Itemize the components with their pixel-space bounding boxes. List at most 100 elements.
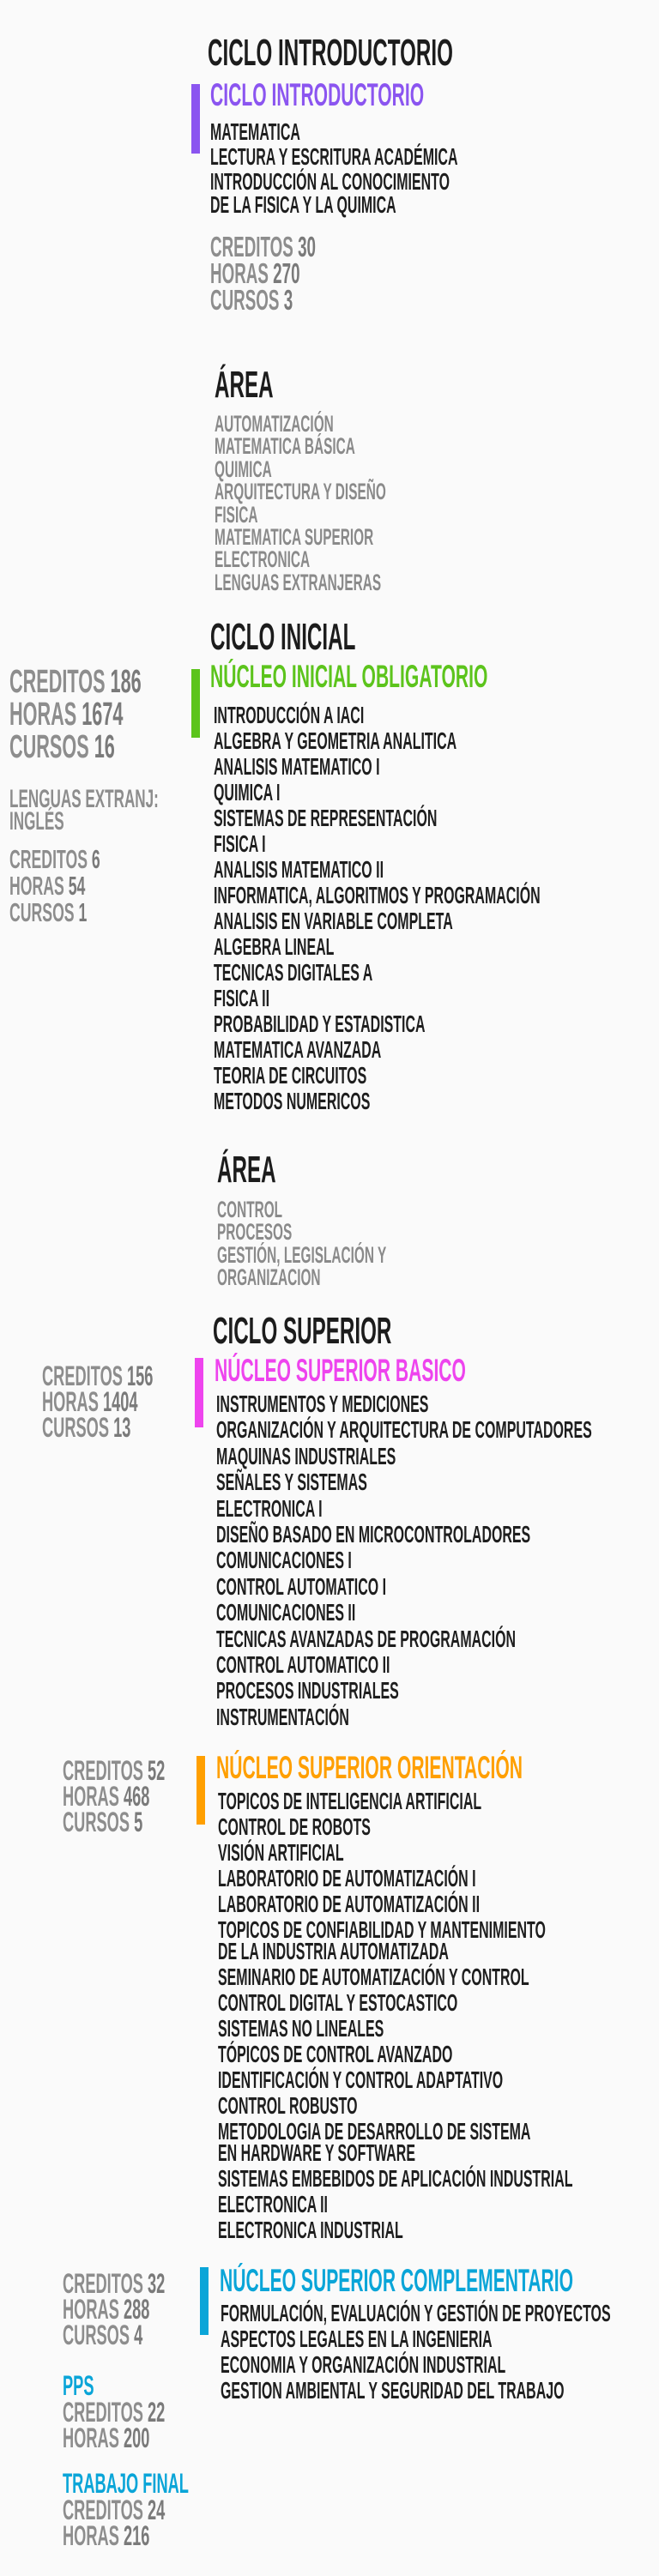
course-item: CONTROL ROBUSTO [218, 2092, 358, 2119]
course-item: ALGEBRA Y GEOMETRIA ANALITICA [214, 727, 457, 754]
nucleo-label: NÚCLEO SUPERIOR BASICO [215, 1353, 466, 1388]
stat-value: 288 [123, 2294, 150, 2325]
course-item: SISTEMAS NO LINEALES [218, 2015, 384, 2042]
stat-label: HORAS [63, 2422, 119, 2453]
stat-label: CURSOS [42, 1412, 110, 1443]
stat-label: HORAS [9, 697, 77, 733]
stat-value: 1 [78, 897, 88, 927]
stat-label: HORAS [210, 257, 269, 289]
stat-value: 468 [123, 1781, 150, 1812]
nucleo-title-intro: CICLO INTRODUCTORIO [210, 78, 659, 112]
nucleo-label: NÚCLEO INICIAL OBLIGATORIO [210, 659, 488, 694]
intro-color-bar [191, 84, 200, 154]
nucleo-title-complementario: NÚCLEO SUPERIOR COMPLEMENTARIO [220, 2264, 659, 2298]
stat-row: HORAS 288 [63, 2294, 552, 2325]
pps-heading: PPS [63, 2370, 659, 2401]
nucleo-title-inicial: NÚCLEO INICIAL OBLIGATORIO [210, 660, 659, 694]
stat-label: CREDITOS [63, 2495, 143, 2525]
nucleo-label: NÚCLEO SUPERIOR COMPLEMENTARIO [220, 2263, 574, 2298]
area-title: ÁREA [215, 364, 274, 406]
stat-value: 16 [94, 729, 115, 765]
course-item: INSTRUMENTOS Y MEDICIONES [216, 1391, 429, 1417]
section-title: CICLO INICIAL [210, 616, 356, 658]
stat-row: CREDITOS 22 [63, 2398, 552, 2426]
course-item: QUIMICA I [214, 779, 281, 805]
course-item: TÓPICOS DE CONTROL AVANZADO [218, 2041, 453, 2067]
stat-label: CURSOS [210, 284, 280, 316]
pps-title: PPS [63, 2370, 94, 2401]
stat-label: CREDITOS [63, 2268, 143, 2299]
stat-value: 5 [134, 1807, 143, 1837]
course-item: LECTURA Y ESCRITURA ACADÉMICA [210, 143, 458, 170]
course-item: INTRODUCCIÓN AL CONOCIMIENTO DE LA FISIC… [210, 168, 450, 218]
orientacion-color-bar [196, 1756, 205, 1825]
stat-label: CURSOS [63, 1807, 130, 1837]
ciclo-inicial-heading: CICLO INICIAL [210, 617, 659, 658]
course-item: CONTROL DIGITAL Y ESTOCASTICO [218, 1989, 458, 2016]
stat-row: HORAS 54 [9, 872, 499, 899]
area-item: FISICA [215, 501, 258, 528]
intro-area-heading: ÁREA [215, 365, 659, 406]
course-item: TOPICOS DE CONFIABILIDAD Y MANTENIMIENTO… [218, 1916, 546, 1964]
section-title: CICLO SUPERIOR [213, 1310, 392, 1352]
stat-row: CREDITOS 6 [9, 846, 499, 872]
basico-color-bar [195, 1358, 203, 1427]
stat-label: CURSOS [9, 897, 75, 927]
course-item: ELECTRONICA I [216, 1494, 323, 1522]
stat-value: 24 [147, 2495, 166, 2525]
course-item: LABORATORIO DE AUTOMATIZACIÓN II [218, 1891, 481, 1917]
course-item: MATEMATICA [210, 118, 300, 145]
stat-value: 3 [283, 284, 293, 316]
stat-value: 1674 [82, 697, 124, 733]
course-item: MATEMATICA AVANZADA [214, 1036, 382, 1063]
course-item: TOPICOS DE INTELIGENCIA ARTIFICIAL [218, 1788, 482, 1814]
course-item: GESTION AMBIENTAL Y SEGURIDAD DEL TRABAJ… [221, 2377, 565, 2404]
stat-row: HORAS 216 [63, 2522, 552, 2549]
stat-value: 200 [123, 2422, 150, 2453]
nucleo-title-basico: NÚCLEO SUPERIOR BASICO [215, 1354, 659, 1388]
orientacion-course-list: TOPICOS DE INTELIGENCIA ARTIFICIAL CONTRO… [218, 1788, 659, 2245]
complementario-color-bar [200, 2267, 209, 2335]
stat-row: CREDITOS 24 [63, 2495, 552, 2525]
course-item: IDENTIFICACIÓN Y CONTROL ADAPTATIVO [218, 2066, 504, 2093]
course-item: ELECTRONICA II [218, 2191, 328, 2217]
stat-value: 4 [134, 2320, 143, 2350]
stat-row: CURSOS 3 [210, 284, 659, 316]
stat-label: CREDITOS [210, 231, 293, 262]
stat-value: 270 [273, 257, 300, 289]
stat-value: 1404 [102, 1386, 138, 1417]
course-item: DISEÑO BASADO EN MICROCONTROLADORES [216, 1521, 531, 1548]
course-item: INFORMATICA, ALGORITMOS Y PROGRAMACIÓN [214, 882, 541, 908]
stat-value: 6 [91, 844, 100, 874]
stat-row: CURSOS 1 [9, 899, 499, 926]
stat-row: CREDITOS 156 [42, 1362, 531, 1390]
stat-value: 13 [113, 1412, 131, 1443]
stat-row: HORAS 1404 [42, 1386, 531, 1417]
stat-label: CURSOS [9, 729, 89, 765]
stat-row: HORAS 270 [210, 257, 659, 289]
course-item: ANALISIS MATEMATICO I [214, 753, 380, 780]
ciclo-superior-heading: CICLO SUPERIOR [213, 1311, 659, 1352]
area-title: ÁREA [217, 1149, 276, 1191]
course-item: FORMULACIÓN, EVALUACIÓN Y GESTIÓN DE PRO… [221, 2300, 611, 2326]
stat-value: 186 [110, 664, 142, 700]
area-item: QUIMICA [215, 455, 272, 482]
stat-label: CREDITOS [63, 1755, 143, 1786]
stat-value: 30 [298, 231, 317, 262]
stat-value: 32 [147, 2268, 166, 2299]
stat-label: HORAS [63, 1781, 119, 1812]
course-item: ECONOMIA Y ORGANIZACIÓN INDUSTRIAL [221, 2351, 506, 2378]
area-item: ELECTRONICA [215, 546, 311, 573]
course-item: ORGANIZACIÓN Y ARQUITECTURA DE COMPUTADO… [216, 1416, 592, 1444]
stat-label: HORAS [42, 1386, 99, 1417]
course-item: METODOS NUMERICOS [214, 1088, 371, 1114]
course-item: TECNICAS DIGITALES A [214, 959, 373, 986]
